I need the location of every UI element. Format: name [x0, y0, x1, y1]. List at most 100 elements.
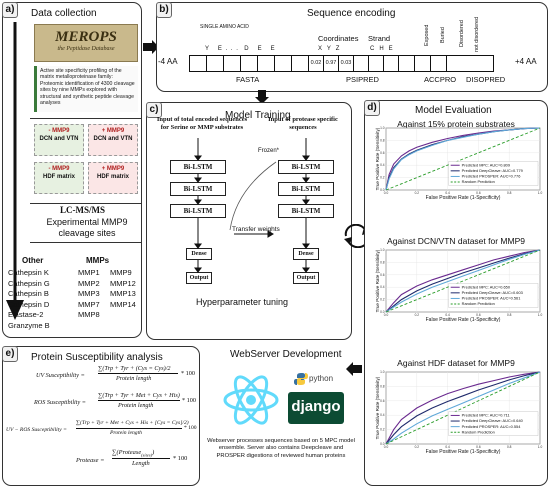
- series-line-0: [385, 249, 541, 313]
- x-tick-label: 1.0: [538, 313, 543, 317]
- roc-charts: Against 15% protein substrates 0.0 0.0 0.2 0…: [375, 119, 543, 455]
- x-tick-label: 1.0: [538, 445, 543, 449]
- strip-cell: [190, 56, 207, 71]
- encoding-strip: 0.02 0.97 0.03: [189, 55, 494, 72]
- merops-subtitle: the Peptidase Database: [57, 46, 115, 52]
- series-line-3: [385, 371, 541, 445]
- uv-den: Protein length: [116, 375, 152, 382]
- list-item: Cathepsin D: [8, 299, 50, 309]
- x-tick-label: 0.8: [507, 191, 512, 195]
- fasta-letters: Y E . . . D E E: [205, 46, 276, 52]
- python-logo-icon: [294, 373, 308, 385]
- matrix-box-plus-dcn: + MMP9 DCN and VTN: [88, 124, 138, 156]
- single-aa-label: SINGLE AMINO ACID: [200, 24, 249, 30]
- legend-entry: Random Prediction: [462, 301, 495, 306]
- python-label: python: [309, 374, 334, 383]
- matrix-box-minus-hdf: - MMP9 HDF matrix: [34, 162, 84, 194]
- buried-label: Buried: [440, 27, 446, 43]
- disordered-label: Disordered: [459, 20, 465, 48]
- uv-tail: * 100: [181, 370, 195, 377]
- list-item: Granzyme B: [8, 320, 50, 330]
- panel-d-label: d): [364, 100, 380, 116]
- plus4-label: +4 AA: [515, 57, 537, 66]
- y-tick-label: 0.0: [380, 188, 385, 192]
- legend-entry: Predicted MPC: AUC=0.650: [462, 284, 511, 289]
- y-tick-label: 0.2: [380, 428, 385, 432]
- chart-title: Against HDF dataset for MMP9: [397, 358, 515, 368]
- django-logo: django: [288, 392, 344, 424]
- prot-lhs: Protease =: [76, 457, 105, 464]
- x-tick-label: 0.6: [476, 313, 481, 317]
- y-tick-label: 0.2: [380, 176, 385, 180]
- mmps-col2: MMP9 MMP12 MMP13 MMP14: [110, 268, 136, 310]
- legend-entry: Random Prediction: [462, 429, 495, 434]
- legend-box: [448, 161, 539, 186]
- matrix-box-minus-dcn: - MMP9 DCN and VTN: [34, 124, 84, 156]
- strip-cell: [447, 56, 463, 71]
- paper-text: Active site specificity profiling of the…: [40, 68, 135, 107]
- list-item: MMP1: [78, 268, 100, 277]
- legend-entry: Predicted DeepCleave: AUC=0.640: [462, 418, 524, 423]
- strip-cell: [258, 56, 275, 71]
- model-arrows: [194, 138, 310, 273]
- arrow-a-to-b-icon: [143, 40, 159, 54]
- list-item: MMP13: [110, 289, 136, 298]
- uvros-lhs: UV − ROS Susceptibility =: [6, 427, 67, 433]
- series-line-3: [385, 127, 541, 191]
- formula-uv: UV Susceptibility = ∑(Trp + Tyr + (Cys =…: [6, 364, 198, 388]
- legend-entry: Predicted DeepCleave: AUC=0.779: [462, 168, 523, 173]
- webserver-title: WebServer Development: [230, 349, 342, 360]
- strip-cell: [292, 56, 309, 71]
- psipred-label: PSIPRED: [346, 75, 379, 84]
- list-item: Elastase-2: [8, 310, 44, 319]
- uvros-num: ∑(Trp + Tyr + Met + Cys + His + [Cys = C…: [76, 420, 189, 426]
- strip-cell: [224, 56, 241, 71]
- series-line-3: [385, 249, 541, 313]
- fasta-label: FASTA: [236, 75, 260, 84]
- mmps-header: MMPs: [86, 256, 110, 265]
- list-item: Cathepsin K: [8, 268, 49, 277]
- legend-entry: Predicted MPC: AUC=0.711: [462, 413, 510, 418]
- panel-c-title: Model Training: [225, 110, 291, 121]
- x-axis-label: False Positive Rate (1-Specificity): [426, 449, 501, 455]
- panel-b-title: Sequence encoding: [307, 8, 396, 19]
- frozen-label: Frozen*: [258, 148, 280, 154]
- panel-d-title: Model Evaluation: [415, 105, 492, 116]
- strip-cell: [241, 56, 258, 71]
- y-tick-label: 0.4: [380, 413, 385, 417]
- strip-cell: [384, 56, 399, 71]
- accpro-label: ACCPRO: [424, 75, 457, 84]
- series-line-2: [385, 127, 541, 191]
- disopred-label: DISOPRED: [466, 75, 506, 84]
- x-tick-label: 0.6: [476, 191, 481, 195]
- panel-b-label: b): [156, 2, 172, 18]
- x-axis-label: False Positive Rate (1-Specificity): [426, 317, 501, 323]
- series-line-0: [385, 371, 541, 445]
- prot-num: ∑(Protease(sites)): [112, 449, 155, 458]
- x-tick-label: 0.0: [384, 445, 389, 449]
- coordinates-label: Coordinates: [318, 34, 359, 43]
- x-tick-label: 0.4: [445, 191, 450, 195]
- down-arrow-icon: [6, 22, 24, 320]
- y-tick-label: 0.6: [380, 151, 385, 155]
- formula-uvros: UV − ROS Susceptibility = ∑(Trp + Tyr + …: [6, 419, 198, 443]
- left-input-label: Input of total encoded sequences for Ser…: [156, 116, 248, 131]
- y-tick-label: 0.8: [380, 260, 385, 264]
- django-label: django: [291, 398, 341, 415]
- list-item: MMP2: [78, 278, 100, 288]
- panel-c-label: c): [146, 102, 162, 118]
- list-item: MMP9: [110, 268, 132, 277]
- list-item: MMP12: [110, 278, 136, 288]
- strand-letters: C H E: [370, 46, 393, 52]
- panel-e-label: e): [2, 346, 18, 362]
- x-tick-label: 0.2: [415, 445, 420, 449]
- paper-snippet: Active site specificity profiling of the…: [34, 66, 138, 112]
- strip-cell: [399, 56, 415, 71]
- list-item: MMP8: [78, 310, 100, 319]
- x-tick-label: 0.8: [507, 313, 512, 317]
- chart-title: Against 15% protein substrates: [397, 119, 515, 129]
- strip-cell: [415, 56, 431, 71]
- coord-letters: X Y Z: [318, 46, 340, 52]
- x-tick-label: 1.0: [538, 191, 543, 195]
- y-tick-label: 1.0: [380, 370, 385, 374]
